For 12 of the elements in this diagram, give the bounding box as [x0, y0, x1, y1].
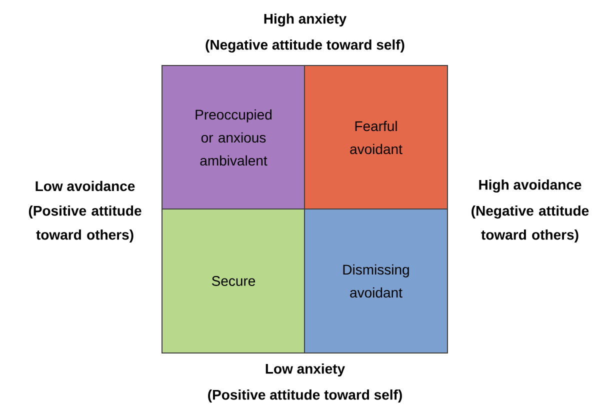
- quadrant-box: Dismissing avoidant: [304, 208, 448, 354]
- axis-label: Low anxiety: [266, 363, 345, 376]
- axis-label: (Negative attitude toward others): [472, 205, 589, 243]
- axis-label: High anxiety: [264, 13, 347, 27]
- quadrant-box: Secure: [162, 208, 306, 354]
- axis-label: (Negative attitude toward self): [206, 39, 404, 53]
- quadrant-box: Fearful avoidant: [304, 65, 448, 210]
- axis-label: (Positive attitude toward self): [208, 389, 402, 402]
- axis-label: (Positive attitude toward others): [28, 205, 142, 243]
- quadrant-box: Preoccupied or anxious ambivalent: [162, 65, 306, 210]
- axis-label: Low avoidance: [36, 180, 135, 192]
- axis-label: High avoidance: [479, 179, 582, 193]
